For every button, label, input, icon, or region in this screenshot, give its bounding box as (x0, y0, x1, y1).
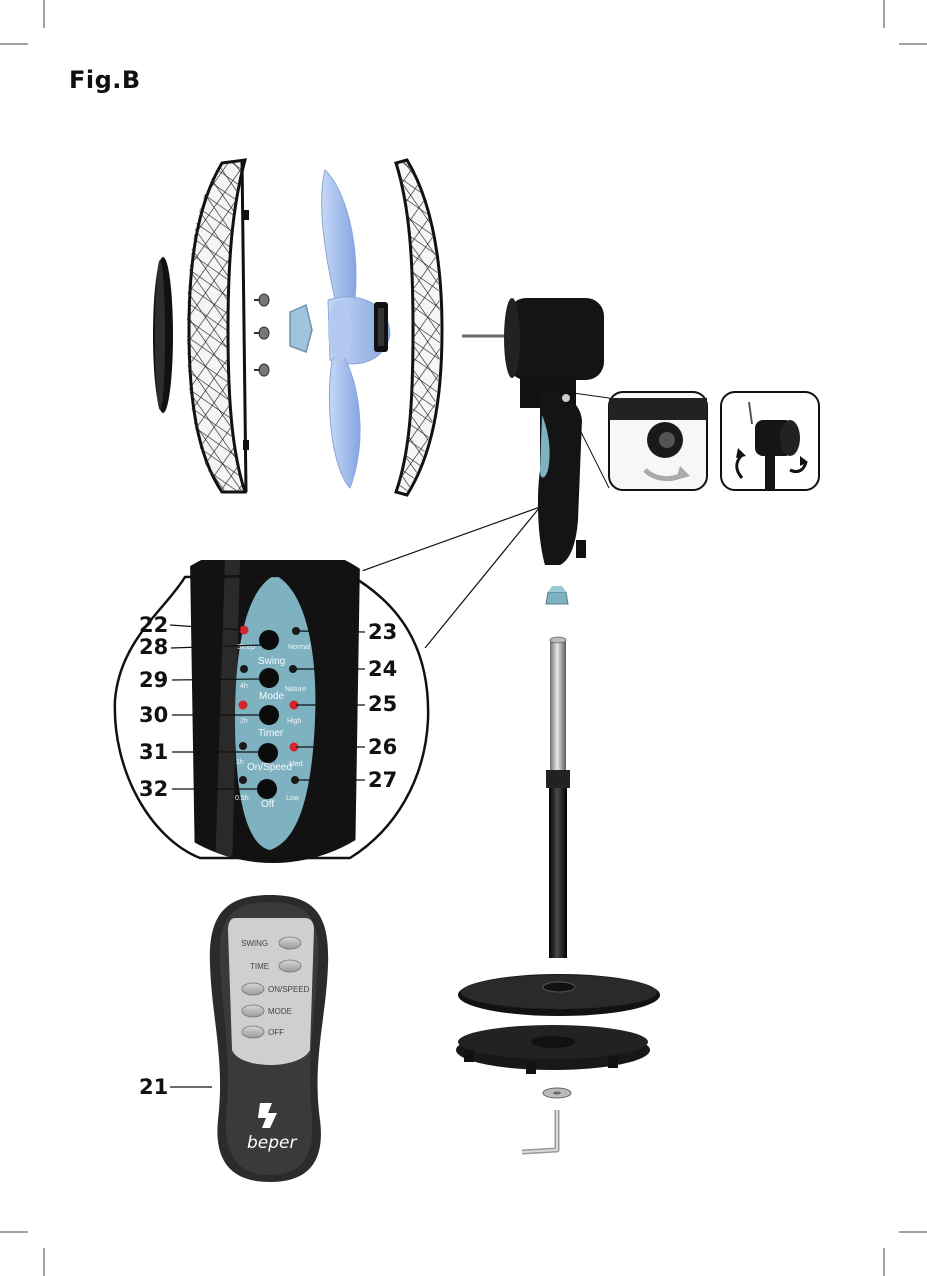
callout-32: 32 (139, 777, 168, 801)
swivel-detail-inset (721, 392, 819, 490)
screws (254, 294, 269, 376)
callout-29: 29 (139, 668, 168, 692)
callout-25: 25 (368, 692, 397, 716)
label-0-5h: 0.5h (235, 795, 249, 802)
fan-body (538, 392, 586, 565)
label-4h: 4h (240, 683, 248, 690)
remote-on-speed-label: ON/SPEED (268, 985, 310, 994)
spinner-nut (374, 302, 388, 352)
base-weight (456, 1025, 650, 1074)
callout-27: 27 (368, 768, 397, 792)
callout-30: 30 (139, 703, 168, 727)
remote-swing-label: SWING (241, 939, 268, 948)
remote-brand: beper (247, 1133, 298, 1153)
base-cover (458, 974, 660, 1016)
callout-21: 21 (139, 1075, 168, 1099)
label-normal: Normal (288, 644, 311, 651)
front-grille (390, 150, 450, 510)
label-on-speed: On/Speed (247, 762, 292, 773)
label-nature: Nature (285, 686, 306, 693)
label-timer: Timer (258, 728, 284, 739)
rear-grille (180, 150, 260, 510)
remote-control: SWING TIME ON/SPEED MODE OFF beper (210, 895, 328, 1182)
label-high: High (287, 718, 302, 725)
tilt-detail-inset (566, 392, 707, 490)
label-off: Off (261, 799, 274, 810)
label-low: Low (286, 795, 300, 802)
callout-28: 28 (139, 635, 168, 659)
callout-26: 26 (368, 735, 397, 759)
callout-24: 24 (368, 657, 397, 681)
lower-pole (546, 770, 570, 958)
remote-mode-label: MODE (268, 1007, 292, 1016)
label-swing: Swing (258, 656, 285, 667)
callout-22: 22 (139, 613, 168, 637)
label-2h: 2h (240, 718, 248, 725)
label-1h: 1h (236, 759, 244, 766)
upper-pole (550, 637, 566, 770)
callout-23: 23 (368, 620, 397, 644)
label-mode: Mode (259, 691, 284, 702)
callout-31: 31 (139, 740, 168, 764)
remote-off-label: OFF (268, 1028, 284, 1037)
allen-key (522, 1110, 557, 1152)
motor-housing (462, 298, 604, 408)
front-cap (153, 257, 173, 413)
blade-hub-nut (290, 305, 312, 352)
pole-coupling (546, 586, 568, 604)
remote-time-label: TIME (250, 962, 269, 971)
washer (543, 1088, 571, 1098)
